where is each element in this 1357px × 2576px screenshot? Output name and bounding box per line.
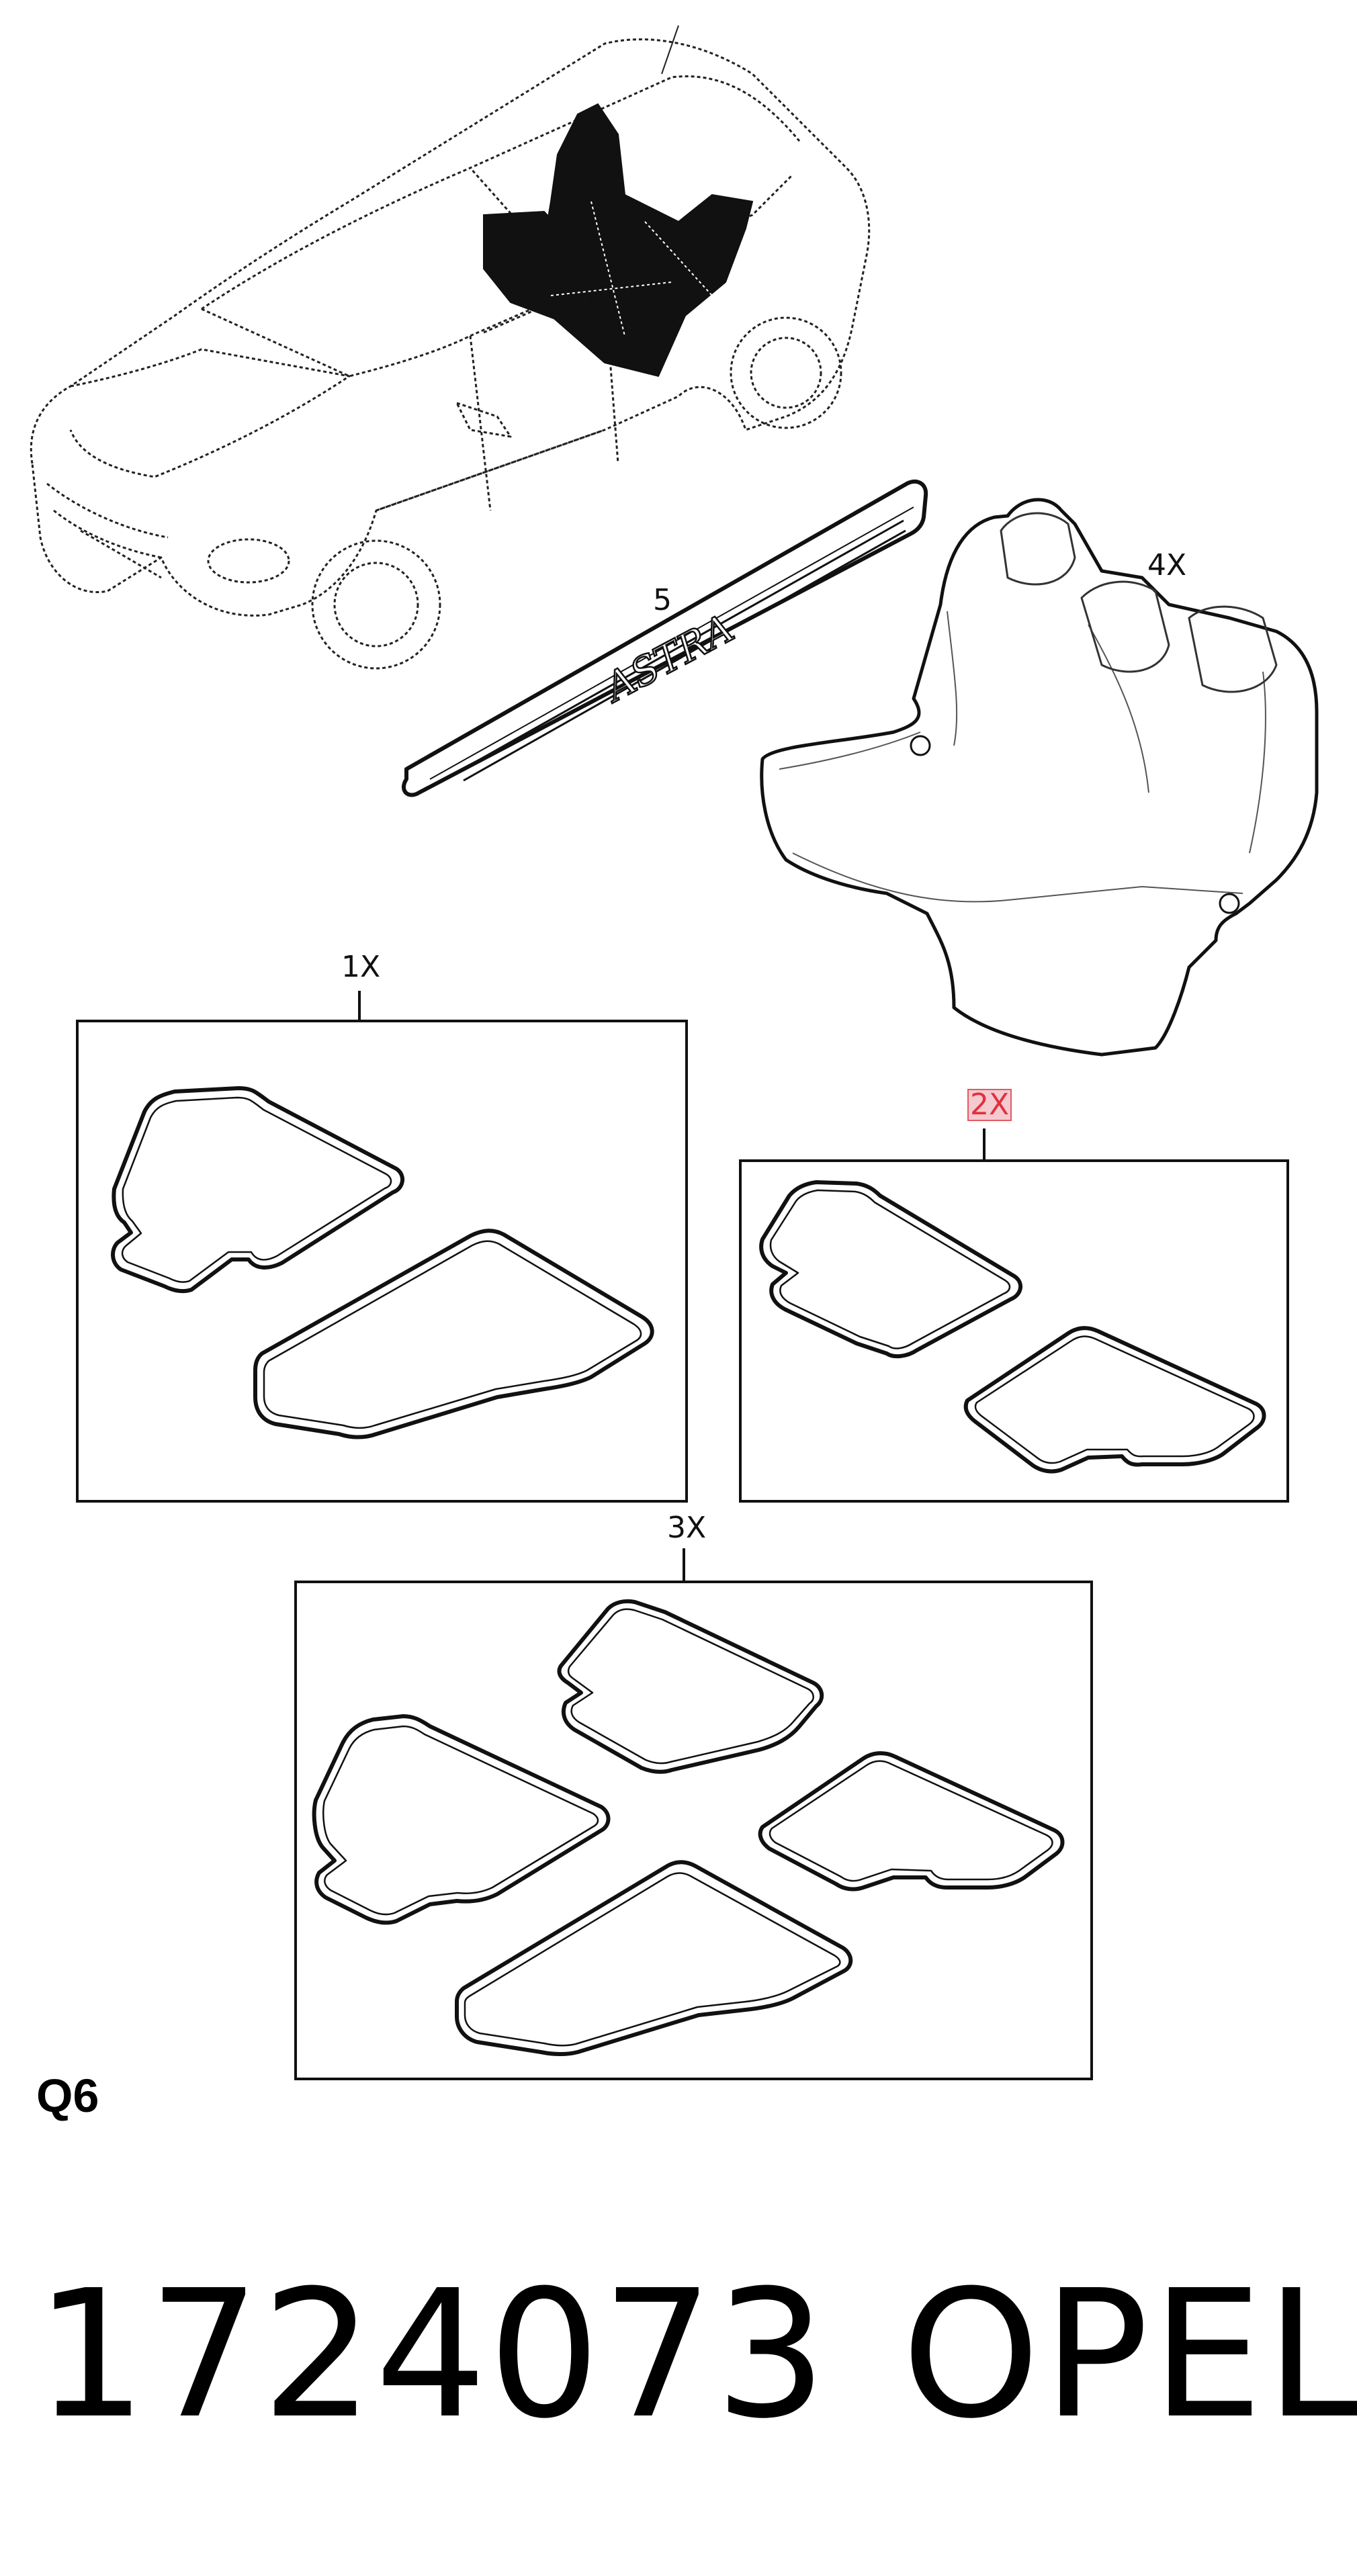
interior-seam-b bbox=[644, 221, 713, 296]
car-rear-wheel bbox=[730, 316, 842, 429]
mat-set-3-left-mat-inner bbox=[322, 1725, 599, 1916]
mat-set-2-frame bbox=[739, 1128, 1289, 1503]
mat-set-2-front-mat-inner bbox=[769, 1189, 1011, 1349]
seat-cover-inner bbox=[779, 611, 1266, 903]
mat-set-3-box bbox=[294, 1581, 1093, 2080]
seat-headrest-left bbox=[1000, 512, 1076, 586]
car-front-wheel-hub bbox=[333, 562, 419, 648]
car-illustration bbox=[30, 25, 871, 670]
page-code: Q6 bbox=[36, 2070, 99, 2122]
seat-headrest-middle bbox=[1080, 580, 1170, 673]
mat-set-2-mats bbox=[759, 1180, 1266, 1474]
seat-headrest-right bbox=[1188, 605, 1278, 693]
interior-mat-front bbox=[483, 210, 593, 324]
mat-set-1-front-mat-inner bbox=[121, 1096, 392, 1283]
car-hood bbox=[69, 348, 351, 478]
mat-set-3-frame bbox=[294, 1548, 1093, 2080]
interior-seam-c bbox=[550, 281, 672, 296]
mat-set-2-front-mat bbox=[759, 1180, 1022, 1359]
callout-mat-set-3: 3X bbox=[667, 1511, 707, 1545]
mat-set-2-box bbox=[739, 1159, 1289, 1503]
callout-seat-cover: 4X bbox=[1147, 548, 1187, 582]
callout-mat-set-1: 1X bbox=[341, 950, 381, 984]
seat-cover-illustration bbox=[760, 498, 1319, 1057]
sill-plate-outer bbox=[402, 479, 928, 797]
car-headlight bbox=[207, 538, 290, 584]
brand-name: OPEL bbox=[902, 2252, 1357, 2457]
seat-cover-outer bbox=[760, 498, 1319, 1057]
mat-set-2-rear-mat bbox=[963, 1326, 1266, 1474]
callout-mat-set-2: 2X bbox=[967, 1087, 1012, 1122]
car-windshield bbox=[201, 167, 579, 377]
part-number: 1724073 bbox=[35, 2252, 828, 2457]
car-interior-mats bbox=[483, 103, 754, 377]
seat-buckle-left bbox=[910, 735, 931, 756]
car-door-line bbox=[376, 288, 619, 512]
seat-buckle-right bbox=[1219, 893, 1240, 914]
mat-set-3-top-mat-inner bbox=[567, 1608, 814, 1765]
car-antenna bbox=[661, 25, 679, 75]
car-front-wheel bbox=[311, 539, 441, 670]
car-body-outline bbox=[30, 38, 871, 617]
car-interior-seam-lines bbox=[550, 201, 713, 337]
car-mirror bbox=[455, 402, 512, 438]
mat-set-1-rear-mat-inner bbox=[263, 1240, 642, 1429]
mat-set-1-mats bbox=[111, 1086, 654, 1439]
mat-set-3-left-mat bbox=[312, 1714, 611, 1925]
mat-set-1-rear-mat bbox=[253, 1229, 654, 1439]
mat-set-3-right-mat bbox=[758, 1751, 1065, 1892]
sill-plate-groove bbox=[429, 506, 914, 780]
mat-set-2-rear-mat-inner bbox=[974, 1335, 1255, 1464]
car-rear-wheel-hub bbox=[750, 337, 822, 409]
mat-set-1-front-mat bbox=[111, 1086, 404, 1294]
mat-set-3-right-mat-inner bbox=[769, 1760, 1053, 1882]
sill-plate-inner bbox=[456, 519, 906, 782]
sill-plate-illustration bbox=[402, 479, 928, 797]
mat-set-3-bottom-mat-inner bbox=[464, 1872, 841, 2047]
mat-set-3-mats bbox=[312, 1599, 1065, 2056]
interior-seam-a bbox=[590, 201, 625, 337]
mat-set-1-frame bbox=[76, 991, 688, 1503]
mat-set-1-box bbox=[76, 1020, 688, 1503]
car-grille bbox=[46, 482, 169, 579]
mat-set-3-bottom-mat bbox=[455, 1860, 853, 2056]
mat-set-3-top-mat bbox=[557, 1599, 824, 1774]
callout-sill-plate: 5 bbox=[653, 583, 672, 617]
